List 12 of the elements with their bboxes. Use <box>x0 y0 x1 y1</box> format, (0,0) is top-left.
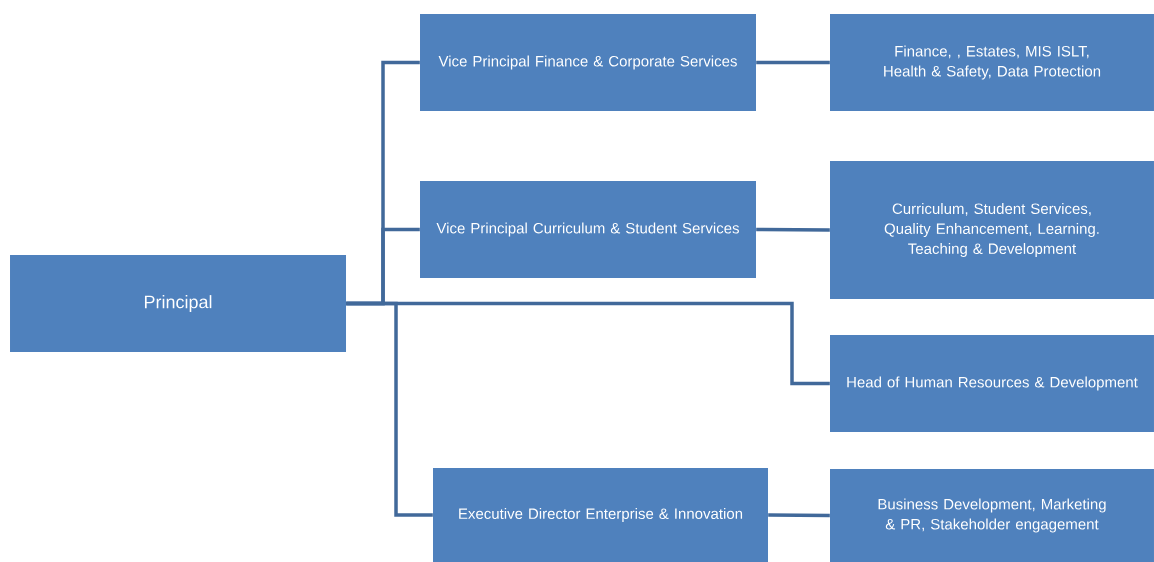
connector-line <box>756 60 830 65</box>
org-box: Finance, , Estates, MIS ISLT, Health & Safety, Data Protection <box>830 14 1154 111</box>
connector-line <box>768 513 830 518</box>
org-box: Vice Principal Curriculum & Student Services <box>420 181 756 278</box>
connector-line <box>756 227 830 232</box>
org-box: Curriculum, Student Services, Quality Enhancement, Learning. Teaching & Development <box>830 161 1154 299</box>
org-box: Executive Director Enterprise & Innovation <box>433 468 768 562</box>
org-box: Vice Principal Finance & Corporate Services <box>420 14 756 111</box>
org-box: Head of Human Resources & Development <box>830 335 1154 432</box>
org-box: Principal <box>10 255 346 352</box>
org-box: Business Development, Marketing & PR, Stakeholder engagement <box>830 469 1154 562</box>
connector-line <box>346 301 433 517</box>
